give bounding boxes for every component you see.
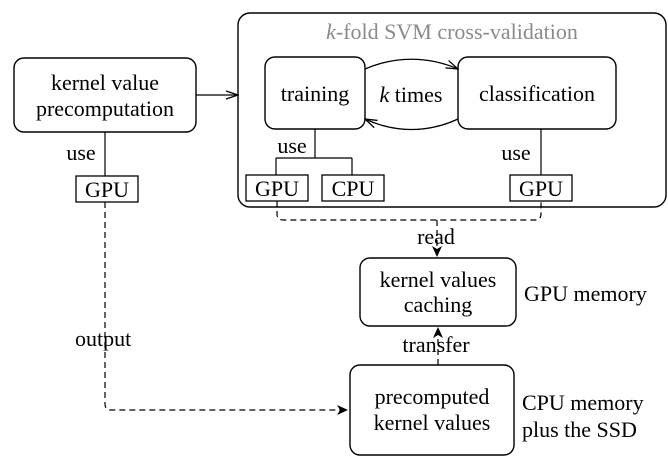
gpu-train-box [245, 174, 309, 202]
cpu-memory-label: CPU memory [522, 390, 644, 415]
classification-label: classification [479, 81, 595, 106]
edge-output [104, 202, 348, 415]
precomputation-line1: kernel value [51, 70, 159, 95]
use-train-label: use [277, 133, 306, 158]
use-class-label: use [501, 140, 530, 165]
k-times-label: k times [380, 82, 443, 107]
edge-training-to-classification [364, 58, 458, 69]
transfer-label: transfer [402, 332, 470, 357]
ssd-label: plus the SSD [522, 417, 637, 442]
precomputed-line2: kernel values [374, 410, 491, 435]
k-times-rest: times [389, 82, 442, 107]
precomputed-line1: precomputed [375, 384, 490, 409]
classification-box [457, 56, 617, 130]
caching-line2: caching [404, 292, 472, 317]
caching-line1: kernel values [380, 267, 497, 292]
title-k: k [326, 19, 337, 44]
cpu-train-box [321, 174, 385, 202]
caching-box [359, 257, 517, 327]
cross-validation-title: k-fold SVM cross-validation [326, 19, 578, 44]
gpu-class-label: GPU [519, 176, 563, 201]
gpu-left-box [75, 175, 139, 203]
gpu-train-label: GPU [255, 176, 299, 201]
title-rest: -fold SVM cross-validation [336, 19, 578, 44]
cpu-train-label: CPU [332, 176, 375, 201]
gpu-memory-label: GPU memory [524, 281, 647, 306]
precomputed-box [349, 364, 515, 456]
read-label: read [417, 224, 455, 249]
precomputation-line2: precomputation [36, 96, 174, 121]
gpu-class-box [509, 174, 573, 202]
output-label: output [75, 326, 131, 351]
edge-classification-to-training [365, 119, 459, 131]
cross-validation-container [237, 12, 667, 208]
edge-read [276, 201, 542, 221]
gpu-left-label: GPU [85, 177, 129, 202]
training-label: training [281, 81, 349, 106]
use-left-label: use [66, 140, 95, 165]
k-times-k: k [380, 82, 391, 107]
